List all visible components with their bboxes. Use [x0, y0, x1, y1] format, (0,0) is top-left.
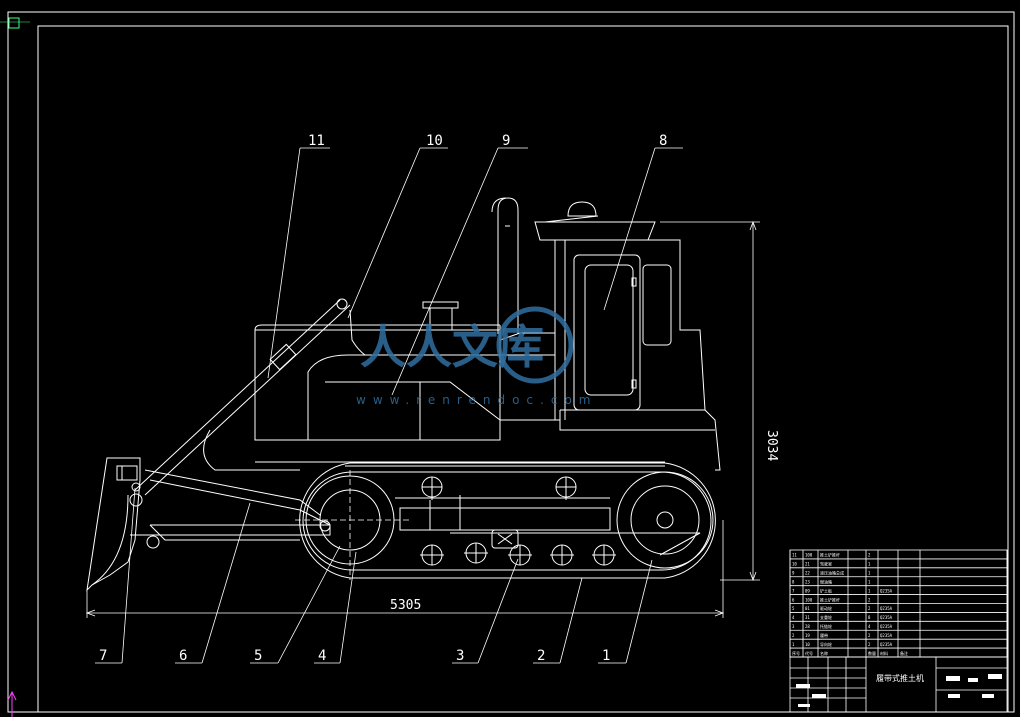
- bom-cell: 11: [792, 553, 797, 558]
- track-system: [295, 462, 716, 580]
- bom-cell: 100: [805, 597, 813, 602]
- bom-cell: 28: [805, 624, 810, 629]
- part-label-3: 3: [456, 648, 464, 664]
- part-label-2: 2: [537, 648, 545, 664]
- part-label-5: 5: [254, 648, 262, 664]
- bom-cell: 驱动轮: [820, 605, 832, 611]
- bom-cell: 铲土板: [820, 587, 832, 593]
- bom-cell: 4: [792, 615, 795, 620]
- watermark-url: www.renrendoc.com: [356, 393, 597, 407]
- blade-assembly: [86, 298, 366, 592]
- bom-cell: 7: [792, 588, 795, 593]
- bom-cell: 推土铲推杆: [820, 552, 840, 558]
- bom-cell: Q235A: [880, 642, 893, 647]
- bom-header-cell: 材料: [880, 650, 888, 656]
- bom-cell: 1: [792, 642, 795, 647]
- bom-cell: 3: [792, 624, 795, 629]
- bom-cell: 1: [868, 588, 871, 593]
- bom-cell: Q235A: [880, 633, 893, 638]
- bom-cell: 23: [805, 579, 810, 584]
- ucs-icon: [7, 690, 17, 717]
- bom-cell: 2: [868, 642, 871, 647]
- bom-header-cell: 名称: [820, 650, 828, 656]
- bom-cell: 1: [868, 562, 871, 567]
- bom-cell: 100: [805, 553, 813, 558]
- part-label-8: 8: [659, 133, 667, 149]
- inner-frame: [37, 25, 1009, 713]
- part-label-9: 9: [502, 133, 510, 149]
- bom-cell: 2: [868, 606, 871, 611]
- bom-cell: 10: [805, 642, 810, 647]
- bom-header-cell: 备注: [900, 650, 908, 656]
- bom-cell: 液压油箱总成: [820, 570, 844, 576]
- bom-header-cell: 数量: [868, 650, 876, 656]
- bom-cell: 5: [792, 606, 795, 611]
- bom-cell: 01: [805, 606, 810, 611]
- bom-cell: 支重轮: [820, 614, 832, 620]
- part-label-4: 4: [318, 648, 326, 664]
- bom-cell: 22: [805, 571, 810, 576]
- watermark: 人人文库 www.renrendoc.com: [356, 306, 597, 407]
- height-dimension-text: 3034: [764, 430, 779, 461]
- bom-cell: 6: [792, 597, 795, 602]
- length-dimension-text: 5305: [390, 598, 421, 613]
- bom-cell: 推土铲推杆: [820, 596, 840, 602]
- bom-cell: 8: [792, 579, 795, 584]
- part-leaders: 11 10 9 8 7 6 5 4 3 2 1: [95, 133, 683, 664]
- title-block-title: 履带式推土机: [876, 673, 924, 683]
- dimension-height: 3034: [660, 220, 779, 582]
- part-label-11: 11: [308, 133, 325, 149]
- bom-cell: 8: [868, 615, 871, 620]
- bom-cell: 31: [805, 615, 810, 620]
- bom-cell: 2: [868, 597, 871, 602]
- bom-cell: 导向轮: [820, 641, 832, 647]
- bom-cell: 履带: [820, 632, 828, 638]
- part-label-6: 6: [179, 648, 187, 664]
- bom-cell: 09: [805, 588, 810, 593]
- bom-cell: 9: [792, 571, 795, 576]
- bom-cell: Q235A: [880, 624, 893, 629]
- bom-cell: 驾驶室: [820, 561, 832, 567]
- bom-cell: Q235A: [880, 588, 893, 593]
- bom-cell: Q235A: [880, 615, 893, 620]
- bom-header-cell: 代号: [805, 650, 813, 656]
- dimension-length: 5305: [85, 520, 725, 618]
- part-label-10: 10: [426, 133, 443, 149]
- bom-cell: 10: [792, 562, 797, 567]
- bom-header-cell: 序号: [792, 650, 800, 656]
- bom-cell: 托链轮: [820, 623, 832, 629]
- bom-cell: 19: [805, 633, 810, 638]
- corner-marker-icon: [0, 17, 30, 29]
- part-label-7: 7: [99, 648, 107, 664]
- bom-cell: 2: [868, 553, 871, 558]
- bom-cell: Q235A: [880, 606, 893, 611]
- title-block: 履带式推土机: [789, 656, 1008, 713]
- bom-cell: 2: [868, 633, 871, 638]
- dozer-body: [254, 197, 721, 471]
- bom-cell: 燃油箱: [820, 578, 832, 584]
- watermark-logo-text: 人人文库: [360, 320, 544, 374]
- bom-cell: 4: [868, 624, 871, 629]
- part-label-1: 1: [602, 648, 610, 664]
- bom-cell: 2: [792, 633, 795, 638]
- bom-cell: 1: [868, 579, 871, 584]
- bom-cell: 1: [868, 571, 871, 576]
- bom-cell: 21: [805, 562, 810, 567]
